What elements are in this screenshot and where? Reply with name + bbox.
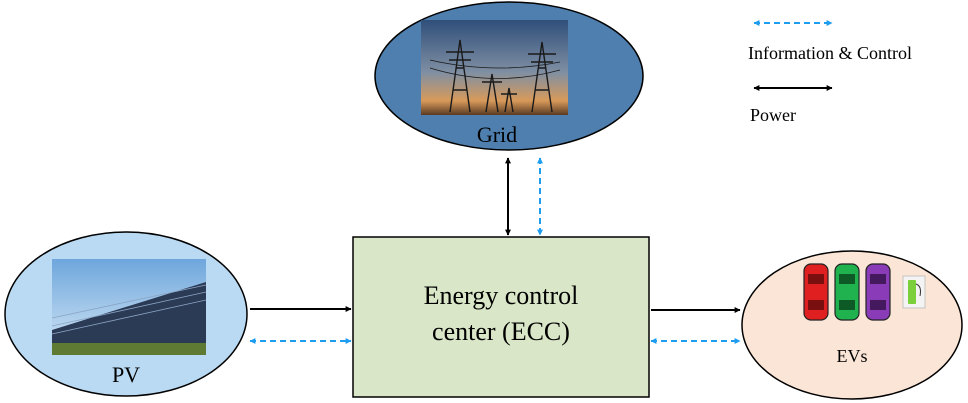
ev-cars-icon [803,263,926,321]
pv-label: PV [112,362,140,387]
legend: Information & Control Power [748,20,912,125]
legend-info-label: Information & Control [748,43,912,63]
evs-label: EVs [837,346,868,366]
grid-label: Grid [477,122,517,147]
red-car-icon [803,263,829,321]
charger-icon [902,275,926,309]
pv-node: PV [4,231,248,397]
ecc-label-line2: center (ECC) [432,317,570,346]
grid-image [421,20,568,115]
pv-image [51,259,207,355]
grid-node: Grid [374,1,644,151]
green-car-icon [834,263,860,321]
ecc-box: Energy control center (ECC) [352,236,650,398]
evs-node: EVs [741,250,963,400]
legend-power-label: Power [750,105,796,125]
purple-car-icon [865,263,891,321]
ecc-label-line1: Energy control [424,281,579,310]
